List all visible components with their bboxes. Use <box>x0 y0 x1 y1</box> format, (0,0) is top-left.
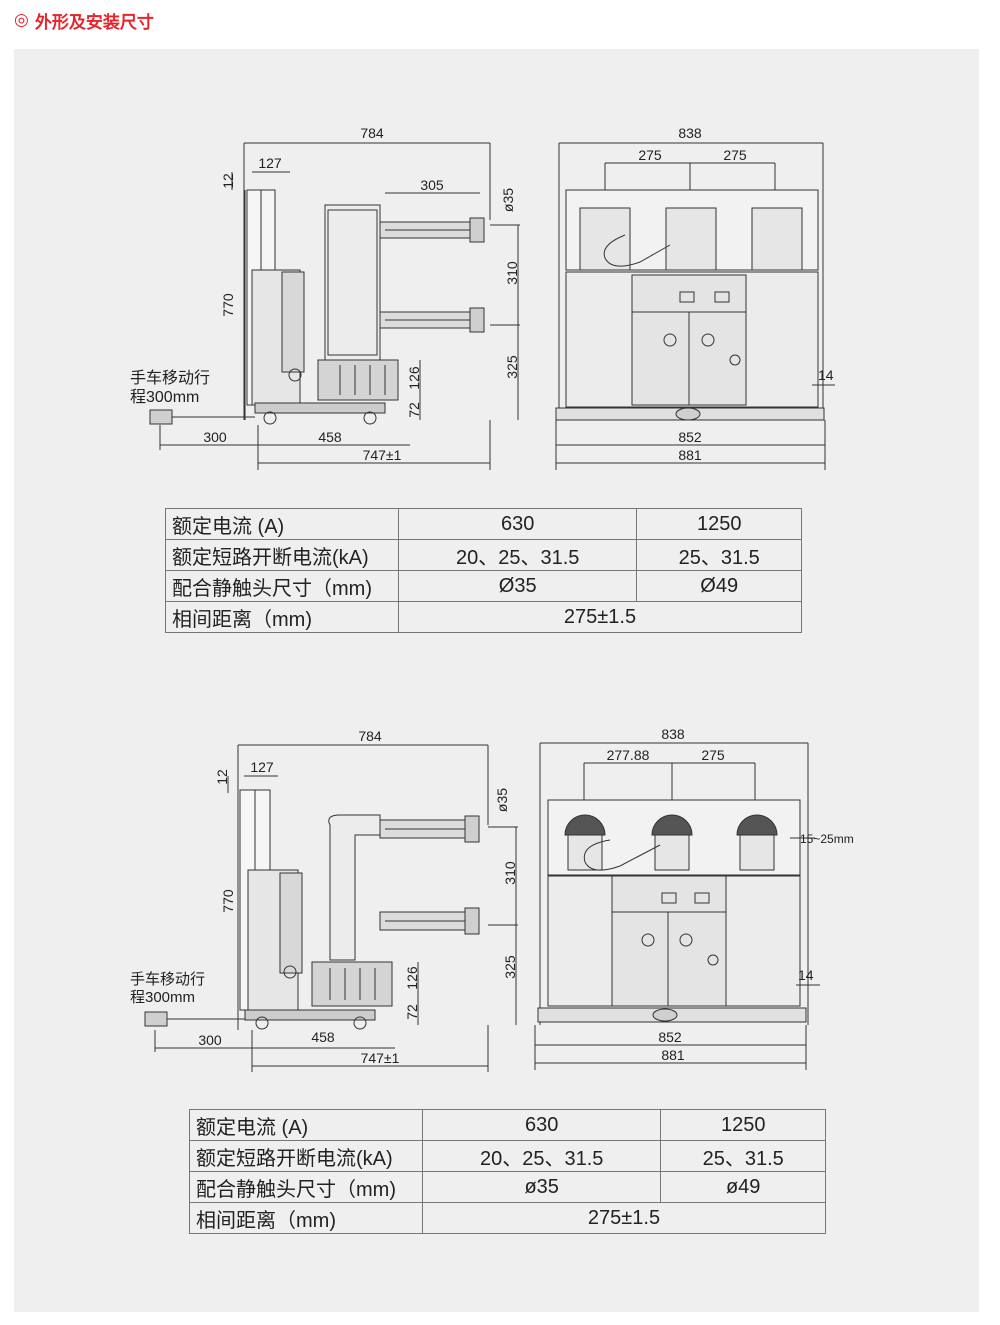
table-row: 额定电流 (A) 630 1250 <box>165 508 802 540</box>
dim-72-2: 72 <box>404 1004 420 1020</box>
dim-12-2: 12 <box>214 769 230 785</box>
dim-784: 784 <box>360 125 384 141</box>
dim-852-2: 852 <box>658 1029 682 1045</box>
dim-770-2: 770 <box>220 889 236 913</box>
table-row: 额定短路开断电流(kA) 20、25、31.5 25、31.5 <box>189 1140 826 1172</box>
dim-275-2: 275 <box>701 747 725 763</box>
section-title: 外形及安装尺寸 <box>34 12 154 33</box>
travel-label-line2: 程300mm <box>130 388 199 406</box>
cell-value: Ø35 <box>397 570 638 602</box>
dim-d35: ø35 <box>500 188 516 212</box>
dim-458-2: 458 <box>311 1029 335 1045</box>
cell-value: ø49 <box>660 1171 826 1203</box>
cell-value: 1250 <box>660 1109 826 1141</box>
row-label: 配合静触头尺寸（mm) <box>165 570 399 602</box>
dim-310: 310 <box>504 261 520 285</box>
travel-label-line1-2: 手车移动行 <box>130 971 205 988</box>
dim-747: 747±1 <box>363 447 402 463</box>
table-row: 额定短路开断电流(kA) 20、25、31.5 25、31.5 <box>165 539 802 571</box>
cell-value: 25、31.5 <box>660 1140 826 1172</box>
cell-value: Ø49 <box>636 570 802 602</box>
dim-275b: 275 <box>723 147 747 163</box>
dim-852: 852 <box>678 429 702 445</box>
travel-label-line2-2: 程300mm <box>130 989 195 1006</box>
spec-table-1: 额定电流 (A) 630 1250 额定短路开断电流(kA) 20、25、31.… <box>165 508 802 633</box>
dim-310-2: 310 <box>502 861 518 885</box>
cell-value: 630 <box>397 508 638 540</box>
table-row: 额定电流 (A) 630 1250 <box>189 1109 826 1141</box>
dim-14-2: 14 <box>798 967 814 983</box>
dim-14: 14 <box>818 367 834 383</box>
cell-value: 20、25、31.5 <box>421 1140 662 1172</box>
dim-d35-2: ø35 <box>494 788 510 812</box>
row-label: 相间距离（mm) <box>189 1202 423 1234</box>
dim-300: 300 <box>203 429 227 445</box>
circle-marker-icon: ◎ <box>14 10 29 30</box>
dim-838-2: 838 <box>661 726 685 742</box>
front-view-2 <box>534 742 820 1070</box>
dim-881: 881 <box>678 447 702 463</box>
dim-12: 12 <box>220 173 236 189</box>
cell-value: 275±1.5 <box>398 601 802 633</box>
table-row: 配合静触头尺寸（mm) ø35 ø49 <box>189 1171 826 1203</box>
travel-label-line1: 手车移动行 <box>130 369 210 387</box>
table-row: 配合静触头尺寸（mm) Ø35 Ø49 <box>165 570 802 602</box>
dim-275a: 275 <box>638 147 662 163</box>
dim-325: 325 <box>504 355 520 379</box>
dim-325-2: 325 <box>502 955 518 979</box>
cell-value: 1250 <box>636 508 802 540</box>
side-view-1 <box>149 142 520 470</box>
front-view-1 <box>555 142 835 470</box>
dim-127-2: 127 <box>250 759 274 775</box>
cell-value: ø35 <box>421 1171 662 1203</box>
dim-458: 458 <box>318 429 342 445</box>
dim-277-88: 277.88 <box>607 747 650 763</box>
row-label: 额定短路开断电流(kA) <box>189 1140 423 1172</box>
table-row: 相间距离（mm) 275±1.5 <box>189 1202 826 1234</box>
table-row: 相间距离（mm) 275±1.5 <box>165 601 802 633</box>
row-label: 额定电流 (A) <box>165 508 399 540</box>
dim-838: 838 <box>678 125 702 141</box>
dim-126: 126 <box>406 366 422 390</box>
row-label: 配合静触头尺寸（mm) <box>189 1171 423 1203</box>
dim-126-2: 126 <box>404 966 420 990</box>
dim-72: 72 <box>406 402 422 418</box>
side-view-2 <box>144 744 518 1072</box>
cell-value: 20、25、31.5 <box>397 539 638 571</box>
dim-784-2: 784 <box>358 728 382 744</box>
cell-value: 25、31.5 <box>636 539 802 571</box>
row-label: 额定短路开断电流(kA) <box>165 539 399 571</box>
row-label: 相间距离（mm) <box>165 601 399 633</box>
cell-value: 275±1.5 <box>422 1202 826 1234</box>
dim-747-2: 747±1 <box>361 1050 400 1066</box>
dim-127: 127 <box>258 155 282 171</box>
dim-305: 305 <box>420 177 444 193</box>
dim-770: 770 <box>220 293 236 317</box>
section-header: ◎ 外形及安装尺寸 <box>14 6 154 34</box>
dim-881-2: 881 <box>661 1047 685 1063</box>
dim-300-2: 300 <box>198 1032 222 1048</box>
row-label: 额定电流 (A) <box>189 1109 423 1141</box>
cell-value: 630 <box>421 1109 662 1141</box>
spec-table-2: 额定电流 (A) 630 1250 额定短路开断电流(kA) 20、25、31.… <box>189 1109 826 1234</box>
dim-15-25mm: 15~25mm <box>800 832 854 846</box>
